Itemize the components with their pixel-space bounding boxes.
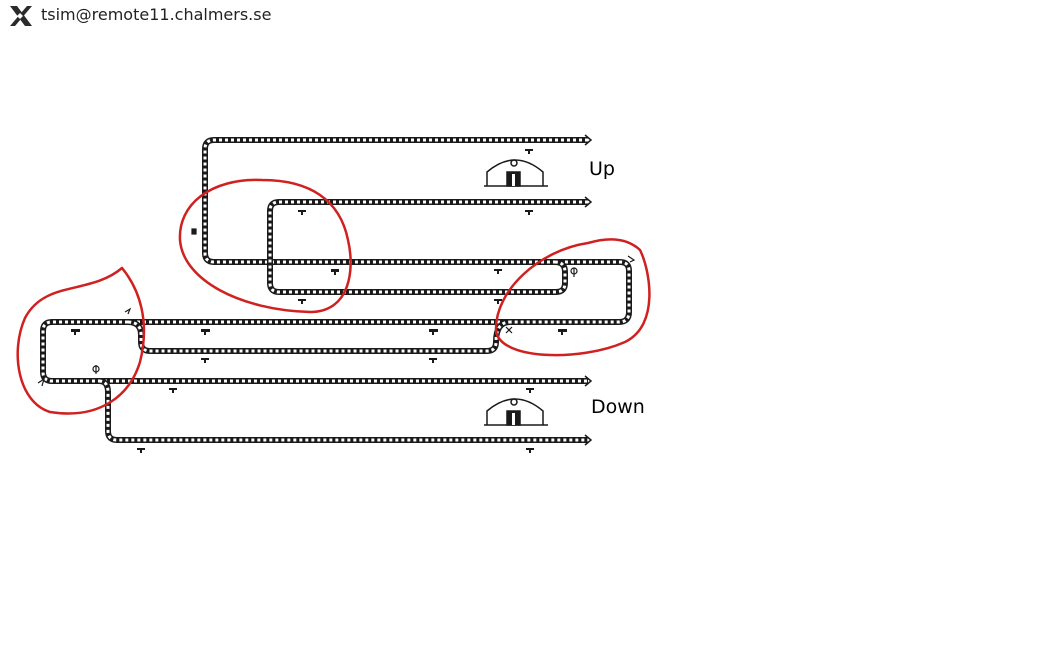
switch-indicator-icon [627,255,636,263]
switch-indicator-icon [191,228,197,235]
annotation-circle-right [494,238,651,357]
switch-indicator-icon [92,365,100,374]
track-sensors [71,149,567,453]
sensor [494,299,502,304]
sensor [298,210,306,215]
annotation-circle-lower-left [16,266,146,415]
sensor [526,388,534,393]
sensor [429,358,437,363]
sensor [525,149,533,154]
station-down-icon [484,398,548,426]
switch-indicator-icon [37,377,46,387]
switch-indicator-icon [570,267,578,277]
sensor [429,329,438,335]
station-label-down: Down [591,396,645,418]
track-lower [98,378,588,443]
sensor [201,329,210,335]
switch-indicator-icon [124,307,132,315]
switch-markers [37,228,636,387]
track-middle-lower [127,319,511,354]
sensor [494,269,502,274]
x11-logo-icon [10,6,32,26]
sensor [526,448,534,453]
sensor [331,269,339,275]
sensor [137,448,145,453]
sensor [201,358,209,363]
sensor [169,388,177,393]
sensor [558,329,567,335]
track-upper-inner [267,199,588,295]
window-title: tsim@remote11.chalmers.se [41,5,272,24]
sensor [298,299,306,304]
station-label-up: Up [589,158,615,180]
track-layout [40,137,632,443]
annotation-circles [16,178,651,415]
sensor [525,210,533,215]
track-bumpers [584,134,593,446]
annotation-circle-upper-left [178,178,352,314]
sensor [71,329,80,335]
track-upper-outer [202,137,632,325]
track-middle [40,319,588,384]
station-up-icon [484,159,548,187]
switch-indicator-icon [505,326,513,334]
title-bar: tsim@remote11.chalmers.se [0,0,1050,34]
